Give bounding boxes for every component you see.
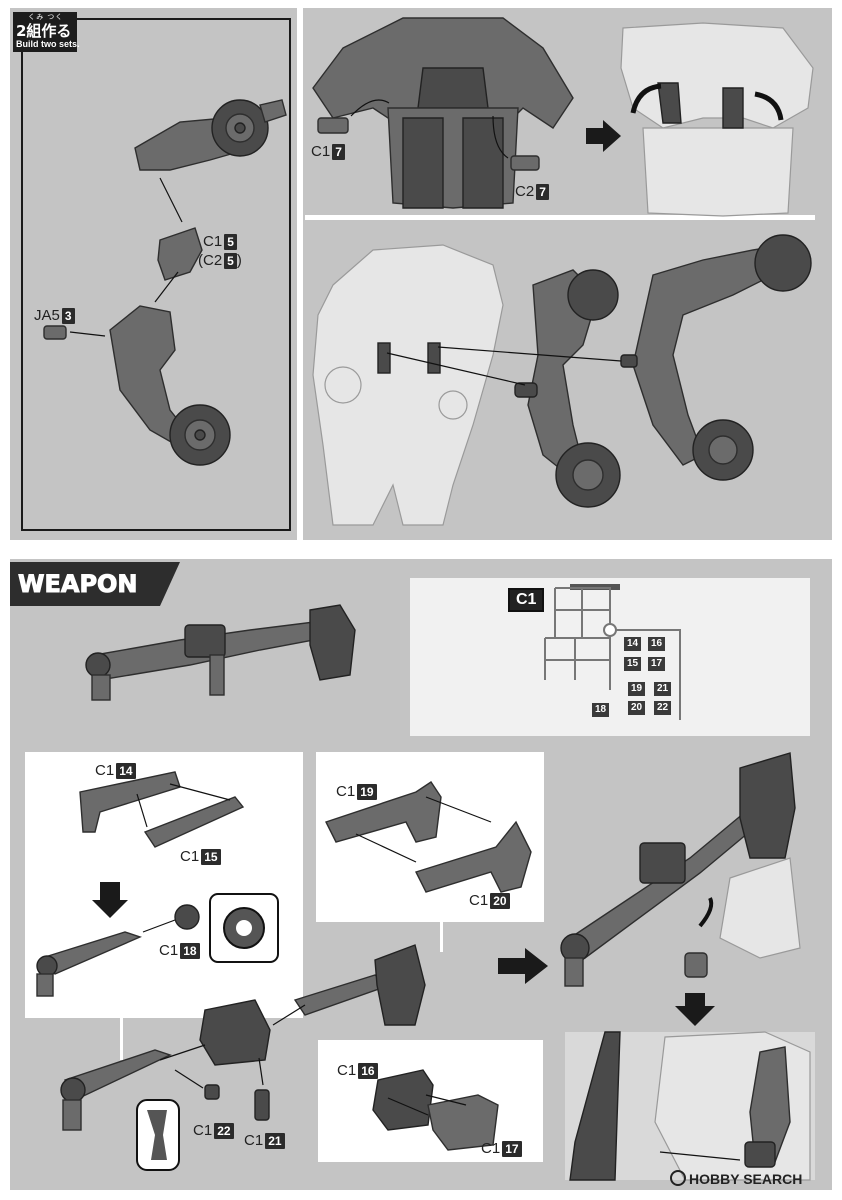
label-number: 14 [116, 763, 136, 779]
label-part: C1 [180, 848, 200, 865]
weapon-hand-illustration [498, 752, 801, 1026]
label-number: 5 [224, 253, 237, 269]
label-number: 19 [357, 784, 377, 800]
build-two-sets-badge [13, 12, 77, 52]
runner-cell-18: 18 [592, 703, 609, 717]
label-number: 17 [502, 1141, 522, 1157]
label-number: 5 [224, 234, 237, 250]
label-part: (C2 [198, 252, 223, 269]
connector-line-1 [440, 922, 443, 952]
label-part: C1 [95, 762, 115, 779]
label-part: C1 [244, 1132, 264, 1149]
barrel-step-illustration [36, 771, 279, 997]
label-number: 22 [214, 1123, 234, 1139]
assembled-middle-illustration [60, 944, 426, 1171]
label-part: C1 [481, 1140, 501, 1157]
label-number: 20 [490, 893, 510, 909]
sight-step-illustration [372, 1069, 499, 1151]
label-part: C1 [311, 143, 331, 160]
label-part: C1 [336, 783, 356, 800]
step-box-barrel [25, 752, 303, 1018]
title-en: Build two sets. [16, 39, 80, 49]
label-number: 21 [265, 1133, 285, 1149]
runner-cell-20: 20 [628, 701, 645, 715]
arm-attach-illustration [312, 234, 812, 526]
weapon-header: WEAPON [18, 570, 139, 599]
top-left-panel [10, 8, 297, 540]
runner-cell-16: 16 [648, 637, 665, 651]
runner-cell-22: 22 [654, 701, 671, 715]
runner-title: C1 [508, 588, 545, 612]
final-hold-illustration [569, 1031, 811, 1181]
runner-frame [544, 584, 681, 720]
runner-cell-17: 17 [648, 657, 665, 671]
label-number: 16 [358, 1063, 378, 1079]
weapon-header-bg [10, 562, 180, 606]
label-part: C2 [515, 183, 535, 200]
title-ruby: くみ つく [28, 14, 64, 21]
waist-step-illustration [312, 17, 814, 217]
runner-cell-21: 21 [654, 682, 671, 696]
label-suffix: ) [236, 252, 242, 269]
arm-assembly-illustration [43, 99, 287, 466]
weapon-overview-illustration [85, 604, 356, 701]
runner-cell-19: 19 [628, 682, 645, 696]
label-number: 15 [201, 849, 221, 865]
title-jp: 2組作る [16, 22, 72, 40]
top-right-divider [305, 215, 815, 220]
top-left-frame [21, 18, 291, 531]
watermark-icon [670, 1170, 686, 1186]
watermark: HOBBY SEARCH [670, 1170, 802, 1187]
stock-step-illustration [325, 781, 532, 893]
label-part: C1 [203, 233, 223, 250]
label-part: C1 [469, 892, 489, 909]
label-number: 18 [180, 943, 200, 959]
label-number: 7 [536, 184, 549, 200]
label-part: C1 [337, 1062, 357, 1079]
runner-cell-14: 14 [624, 637, 641, 651]
label-part: C1 [159, 942, 179, 959]
connector-line-2 [120, 1018, 123, 1060]
watermark-text: HOBBY SEARCH [689, 1171, 803, 1187]
label-number: 3 [61, 308, 75, 324]
runner-cell-15: 15 [624, 657, 641, 671]
label-number: 7 [332, 144, 345, 160]
label-part: JA5 [34, 307, 60, 324]
label-part: C1 [193, 1122, 213, 1139]
